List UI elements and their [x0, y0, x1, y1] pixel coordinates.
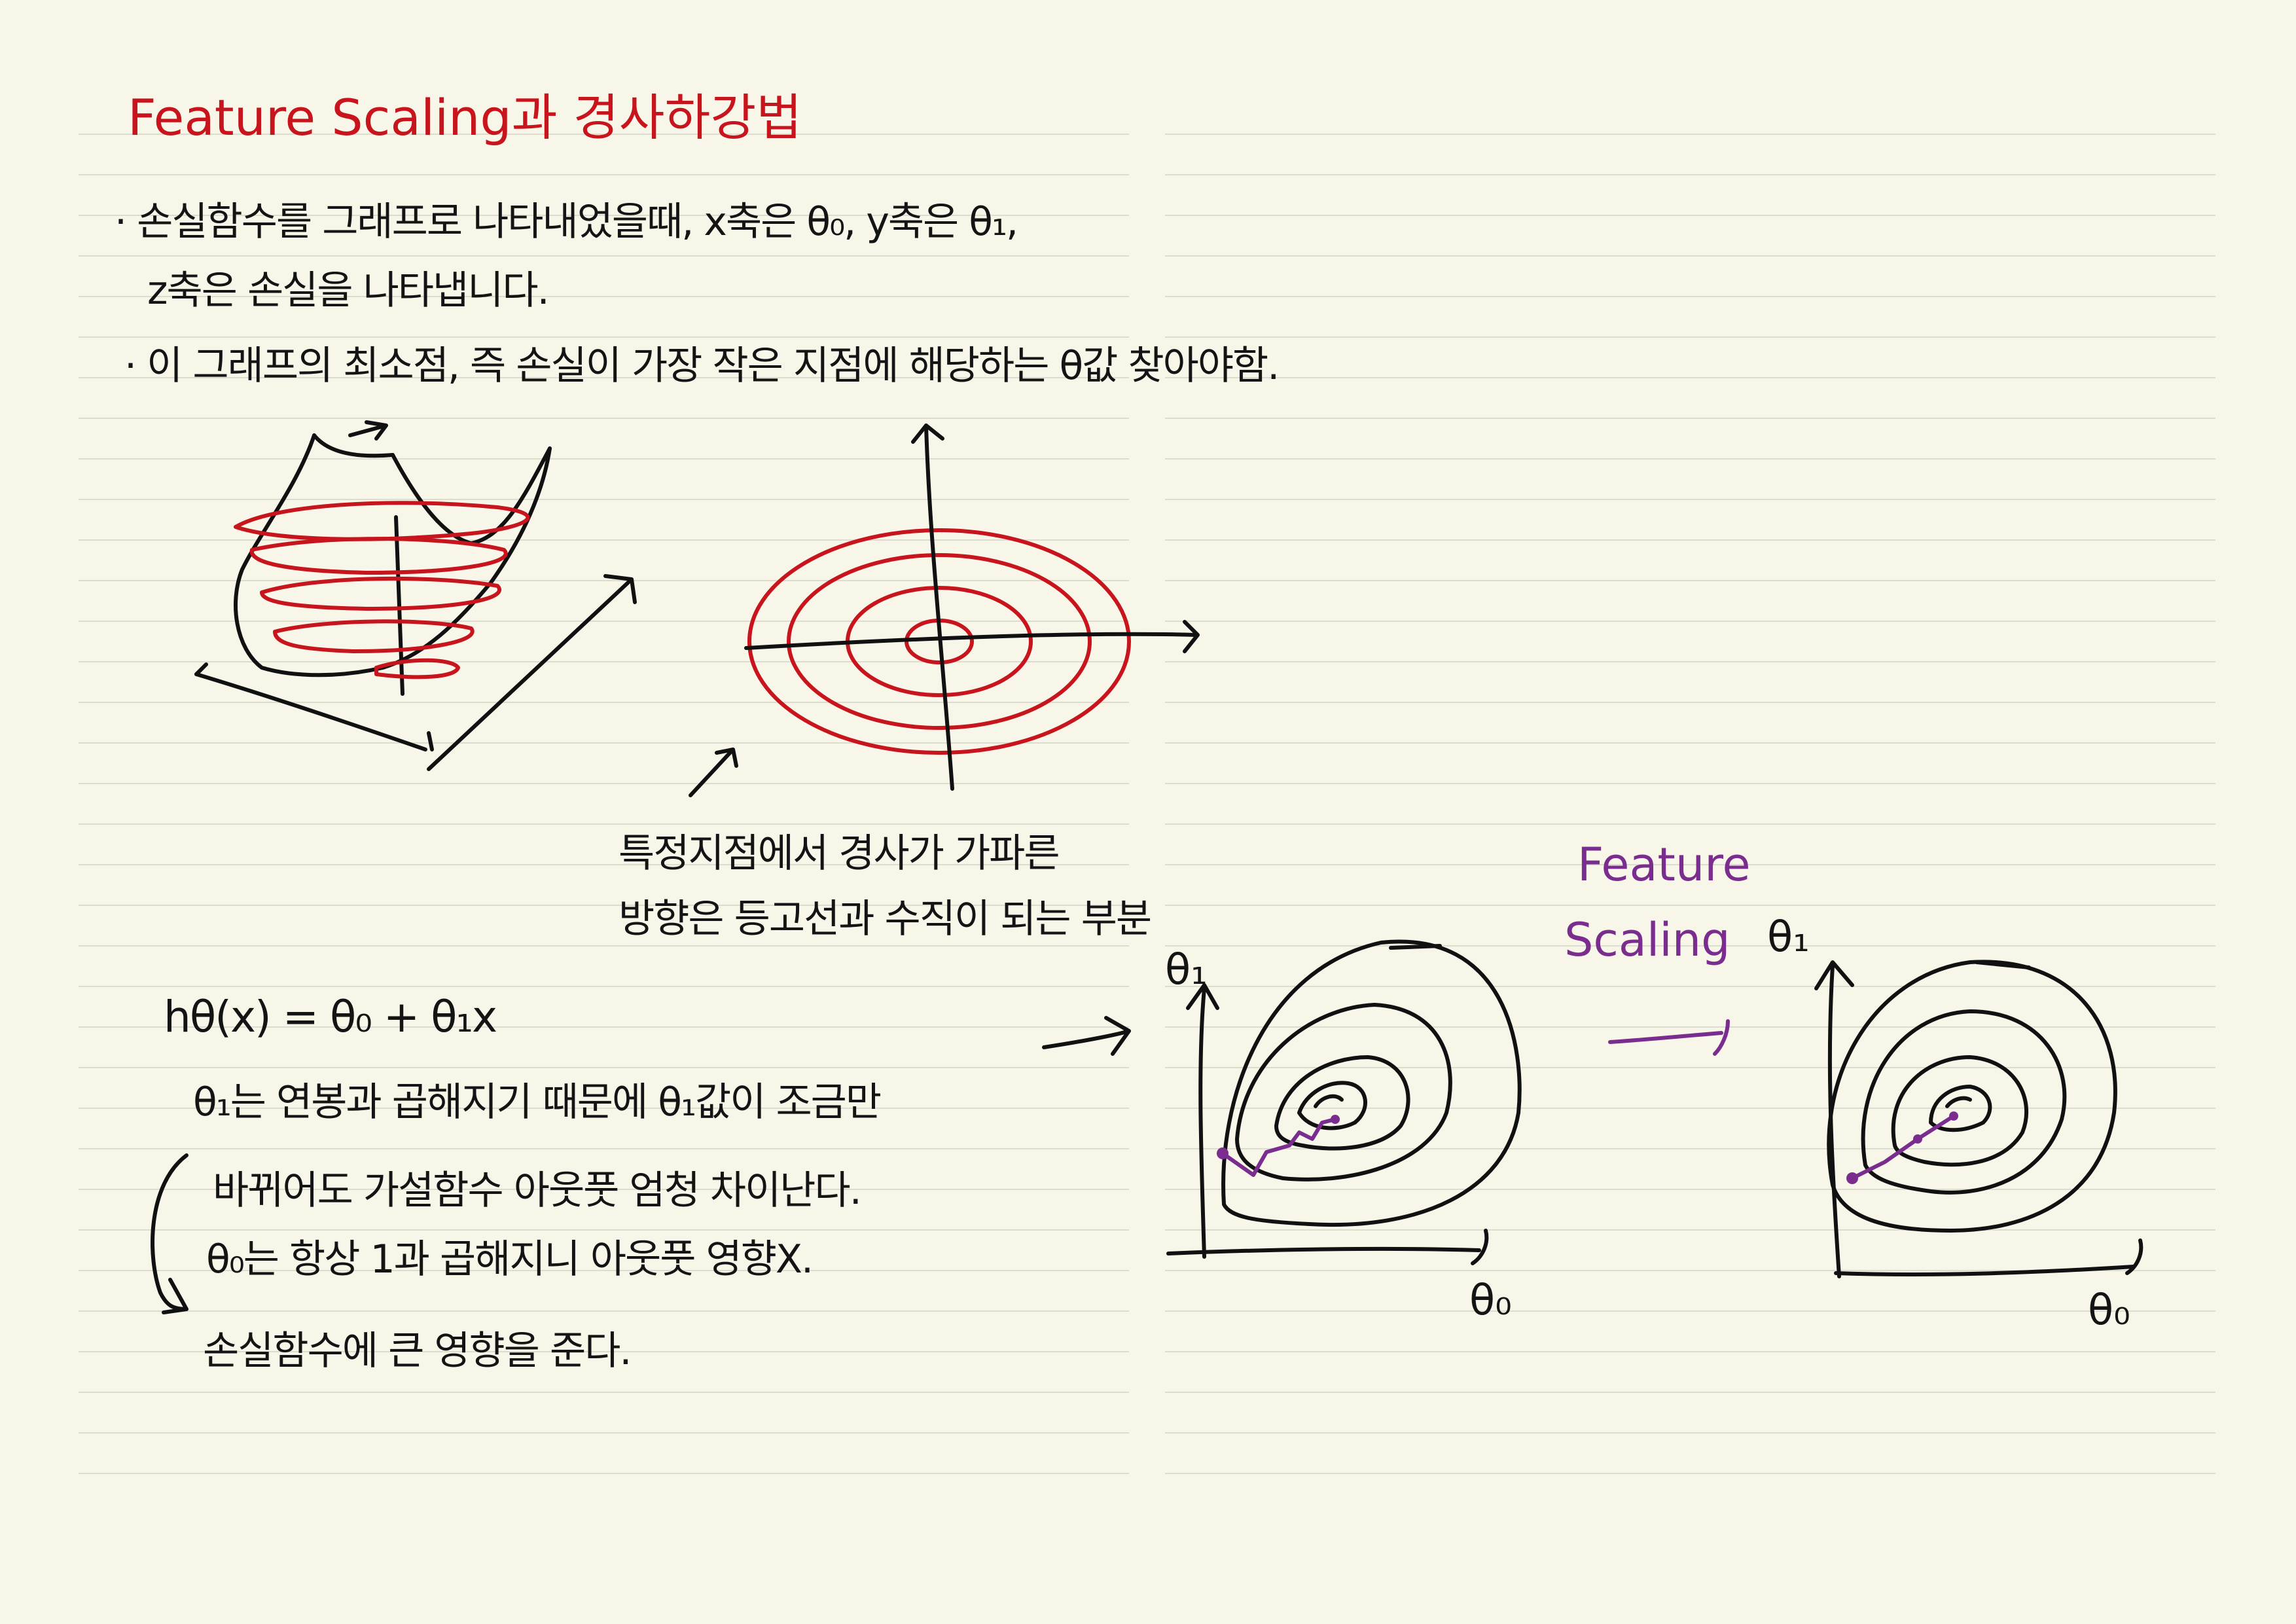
after-y-axis-arrow: [1814, 960, 1854, 990]
note-bullet-1-line-2: z축은 손실을 나타냅니다.: [147, 268, 550, 314]
x-axis-line: [194, 672, 427, 751]
before-contour-5: [1314, 1094, 1344, 1108]
spiral-contour-2: [249, 537, 508, 575]
explanation-line-3: θ₀는 항상 1과 곱해지니 아웃풋 영향X.: [206, 1236, 814, 1282]
before-descent-end-dot: [1331, 1115, 1340, 1124]
after-contour-5: [1945, 1096, 1972, 1108]
explanation-bracket-arrow: [151, 1153, 188, 1314]
contour-after-scaling: [1814, 960, 2144, 1278]
feature-scaling-arrow: [1608, 1019, 1730, 1056]
page-title: Feature Scaling과 경사하강법: [128, 88, 802, 147]
gradient-caption-line-2: 방향은 등고선과 수직이 되는 부분: [619, 896, 1152, 942]
before-contour-top-stroke: [1389, 944, 1442, 950]
caption-pointer-arrow: [689, 748, 738, 797]
spiral-contour-5: [374, 658, 460, 679]
bowl-left-rim: [312, 433, 395, 458]
contour-before-x-axis-label: θ₀: [1469, 1276, 1512, 1325]
z-axis-arrow: [348, 420, 388, 441]
gradient-caption-line-1: 특정지점에서 경사가 가파른: [619, 831, 1060, 876]
before-descent-path: [1221, 1117, 1337, 1177]
z-axis-line: [394, 515, 404, 696]
explanation-line-1: θ₁는 연봉과 곱해지기 때문에 θ₁값이 조금만: [193, 1079, 882, 1125]
note-bullet-2: · 이 그래프의 최소점, 즉 손실이 가장 작은 지점에 해당하는 θ값 찾아…: [124, 343, 1280, 389]
after-contour-2: [1861, 1009, 2067, 1195]
contour-ring-outer: [747, 528, 1131, 755]
hypothesis-formula: hθ(x) = θ₀ + θ₁x: [164, 992, 497, 1042]
spiral-contour-4: [273, 619, 475, 653]
bowl-right-rim: [391, 446, 552, 545]
before-contour-3: [1274, 1055, 1410, 1151]
loss-bowl-3d-sketch: [194, 420, 637, 771]
before-contour-outer: [1221, 939, 1522, 1227]
feature-scaling-label-line-1: Feature: [1577, 838, 1751, 892]
explanation-line-4: 손실함수에 큰 영향을 준다.: [203, 1328, 632, 1374]
before-y-axis-arrow: [1186, 983, 1219, 1010]
before-x-axis: [1166, 1246, 1481, 1255]
before-contour-2: [1235, 1003, 1452, 1182]
contour-plot-topview: [689, 424, 1200, 797]
y-axis-line: [427, 577, 634, 771]
x-axis-arrow: [194, 662, 208, 676]
after-descent-end-dot: [1949, 1111, 1958, 1121]
spiral-contour-1: [234, 501, 530, 541]
y-axis-arrow: [603, 574, 637, 604]
contour-x-axis-arrow: [1183, 620, 1200, 653]
contour-after-x-axis-label: θ₀: [2088, 1286, 2130, 1335]
spiral-contour-3: [260, 576, 501, 611]
contour-y-axis: [924, 424, 954, 791]
contour-before-y-axis-label: θ₁: [1165, 946, 1208, 994]
bowl-outline: [234, 433, 552, 677]
y-axis-tick: [427, 731, 434, 751]
after-descent-path: [1850, 1114, 1956, 1180]
formula-to-graph-arrow: [1042, 1016, 1131, 1056]
after-x-axis: [1834, 1265, 2136, 1276]
after-contour-outer: [1827, 960, 2117, 1233]
note-bullet-1-line-1: · 손실함수를 그래프로 나타내었을때, x축은 θ₀, y축은 θ₁,: [115, 199, 1018, 245]
before-contour-4: [1297, 1081, 1367, 1130]
feature-scaling-label-line-2: Scaling: [1564, 913, 1731, 967]
contour-ring-2: [787, 553, 1092, 730]
contour-y-axis-arrow: [911, 424, 944, 444]
explanation-line-2: 바뀌어도 가설함수 아웃풋 엄청 차이난다.: [213, 1168, 862, 1214]
after-x-axis-arrow: [2125, 1238, 2144, 1275]
contour-before-scaling: [1166, 939, 1522, 1265]
before-y-axis: [1198, 986, 1206, 1259]
after-contour-4: [1929, 1085, 1992, 1132]
before-descent-start-dot: [1217, 1147, 1229, 1159]
contour-x-axis: [744, 632, 1196, 650]
contour-after-y-axis-label: θ₁: [1767, 913, 1810, 962]
after-descent-start-dot: [1846, 1172, 1858, 1184]
before-x-axis-arrow: [1471, 1229, 1489, 1265]
after-contour-top-stroke: [1975, 960, 2031, 969]
after-descent-mid-dot: [1913, 1134, 1922, 1144]
after-contour-3: [1891, 1055, 2029, 1167]
